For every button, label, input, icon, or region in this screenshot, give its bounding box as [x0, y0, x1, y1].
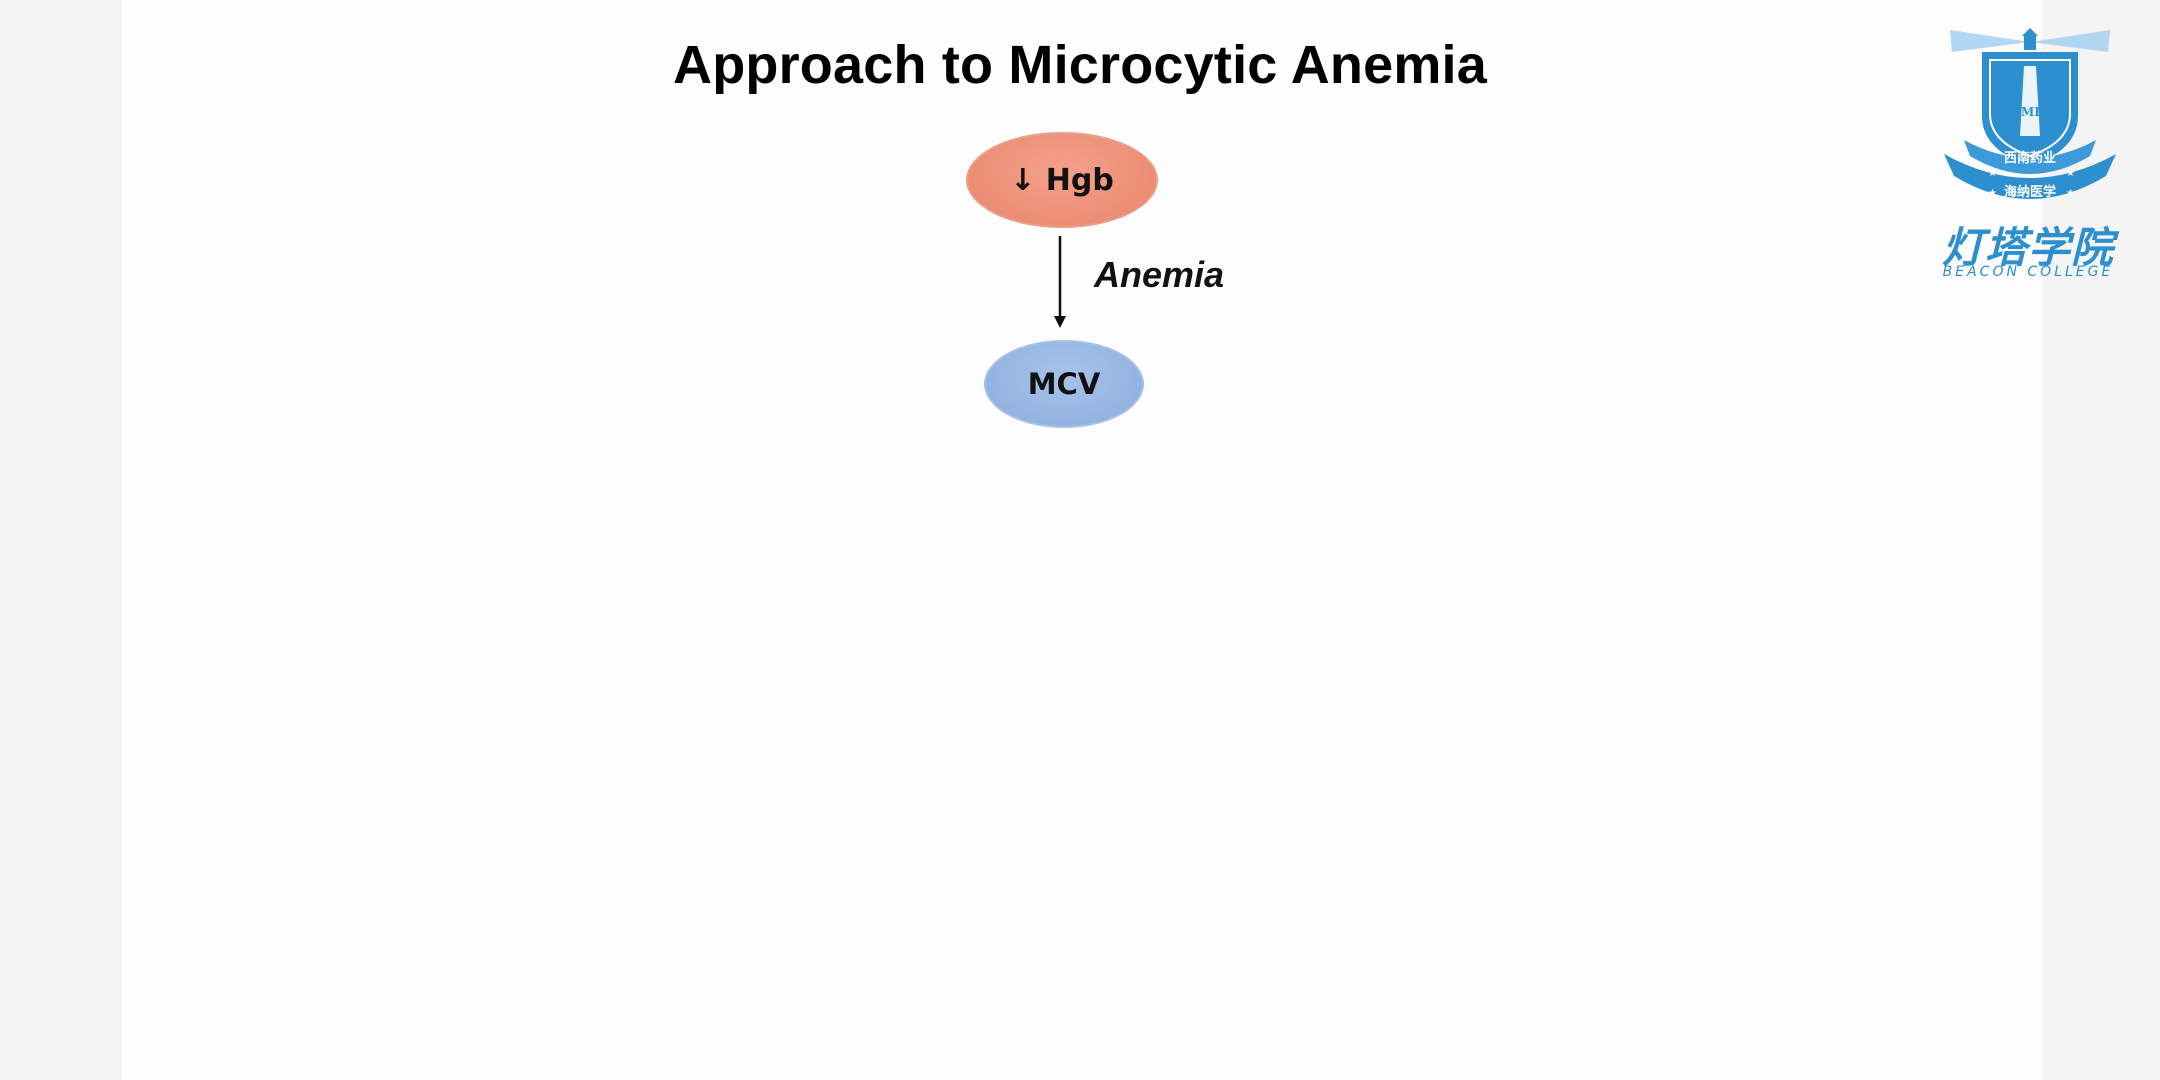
logo-ribbon-bottom-text: 海纳医学 — [2004, 184, 2056, 200]
logo-text-en: BEACON COLLEGE — [1942, 264, 2114, 280]
star-icon: ★ — [2066, 168, 2075, 179]
logo-ribbon-top-text: 西南药业 — [2004, 150, 2056, 166]
diagram-edge-label: Anemia — [1094, 254, 1225, 295]
slide-title: Approach to Microcytic Anemia — [673, 35, 1487, 95]
diagram-node-hgb: ↓ Hgb — [966, 132, 1158, 228]
star-icon: ★ — [1988, 188, 1997, 199]
logo-text-cn: 灯塔学院 — [1941, 223, 2114, 272]
logo-badge-text: IMD — [2015, 105, 2044, 119]
star-icon: ★ — [2066, 188, 2075, 199]
beacon-college-logo: IMD 西南药业 海纳医学 ★ ★ ★ ★ — [1944, 28, 2116, 200]
diagram-node-mcv: MCV — [984, 340, 1144, 428]
diagram-edge-arrow — [1054, 236, 1066, 328]
star-icon: ★ — [1988, 168, 1997, 179]
